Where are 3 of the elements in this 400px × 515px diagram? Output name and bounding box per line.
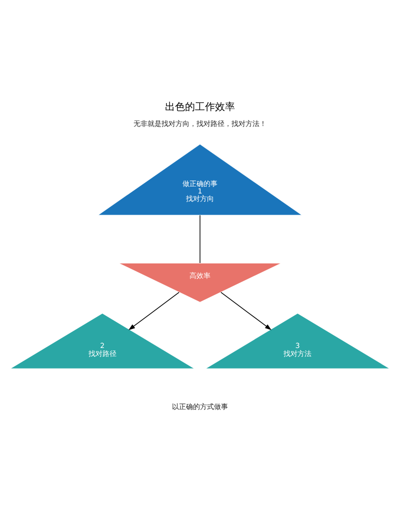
diagram-title: 出色的工作效率 bbox=[165, 102, 235, 113]
arrow bbox=[220, 291, 272, 330]
arrow bbox=[128, 291, 180, 330]
